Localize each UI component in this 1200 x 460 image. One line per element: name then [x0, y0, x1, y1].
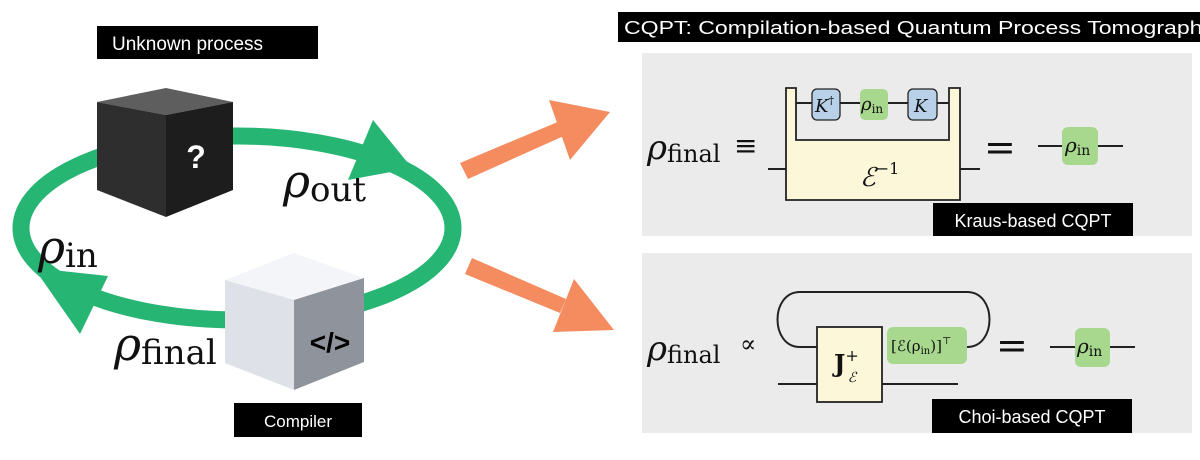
loop-wire	[776, 291, 991, 348]
compiler-label: Compiler	[234, 403, 362, 437]
unknown-process-label: Unknown process	[97, 26, 318, 59]
svg-text:Unknown process: Unknown process	[112, 34, 263, 55]
svg-text:J+ℰ: J+ℰ	[832, 346, 859, 386]
svg-text:Compiler: Compiler	[264, 412, 332, 431]
equiv-symbol: ≡	[734, 129, 757, 162]
transposed-output-state: [ℰ(ρin)]⊤	[887, 327, 967, 364]
cqpt-title: CQPT: Compilation-based Quantum Process …	[618, 12, 1200, 42]
choi-rho-final: ρfinal	[646, 329, 720, 369]
k-dagger-gate: K†	[811, 88, 841, 121]
svg-text:K†: K†	[814, 94, 834, 117]
choi-panel: ρfinal ∝ J+ℰ [ℰ(ρin)]⊤ = ρin Choi-based …	[642, 253, 1192, 433]
question-mark-icon: ?	[186, 139, 206, 175]
unknown-process-cube: ?	[97, 88, 233, 217]
choi-matrix-box: J+ℰ	[816, 326, 883, 403]
rho-out-label: ρout	[282, 154, 366, 210]
loop-arrowhead-out	[348, 120, 412, 180]
inverse-channel-label: ℰ−1	[860, 159, 899, 193]
compiler-cube: </>	[225, 253, 364, 390]
kraus-label: Kraus-based CQPT	[954, 211, 1111, 231]
svg-text:ρin: ρin	[1064, 133, 1090, 159]
propto-symbol: ∝	[740, 330, 756, 358]
rho-in-result: ρin	[1062, 127, 1098, 165]
rho-in-label: ρin	[37, 220, 98, 276]
arrow-to-choi	[465, 258, 614, 332]
equals-symbol: =	[996, 323, 1028, 367]
svg-text:[ℰ(ρin)]⊤: [ℰ(ρin)]⊤	[891, 336, 951, 357]
rho-final-label: ρfinal	[113, 317, 217, 373]
kraus-rho-final: ρfinal	[646, 128, 720, 168]
arrow-to-kraus	[460, 100, 610, 179]
svg-text:CQPT: Compilation-based Quantu: CQPT: Compilation-based Quantum Process …	[624, 17, 1200, 38]
k-gate: K	[907, 88, 938, 121]
loop-arrowhead-in	[34, 268, 108, 334]
rho-in-state: ρin	[860, 89, 888, 120]
equals-symbol: =	[984, 125, 1016, 169]
inverse-channel-box	[785, 87, 961, 201]
code-icon: </>	[310, 327, 350, 358]
svg-text:ρin: ρin	[860, 94, 883, 116]
choi-label: Choi-based CQPT	[958, 407, 1105, 427]
svg-text:ρin: ρin	[1076, 334, 1102, 360]
svg-text:K: K	[913, 96, 929, 117]
rho-in-result: ρin	[1075, 328, 1110, 367]
kraus-panel: ρfinal ≡ ℰ−1 K† ρin K = ρin Kraus-based …	[642, 53, 1192, 236]
